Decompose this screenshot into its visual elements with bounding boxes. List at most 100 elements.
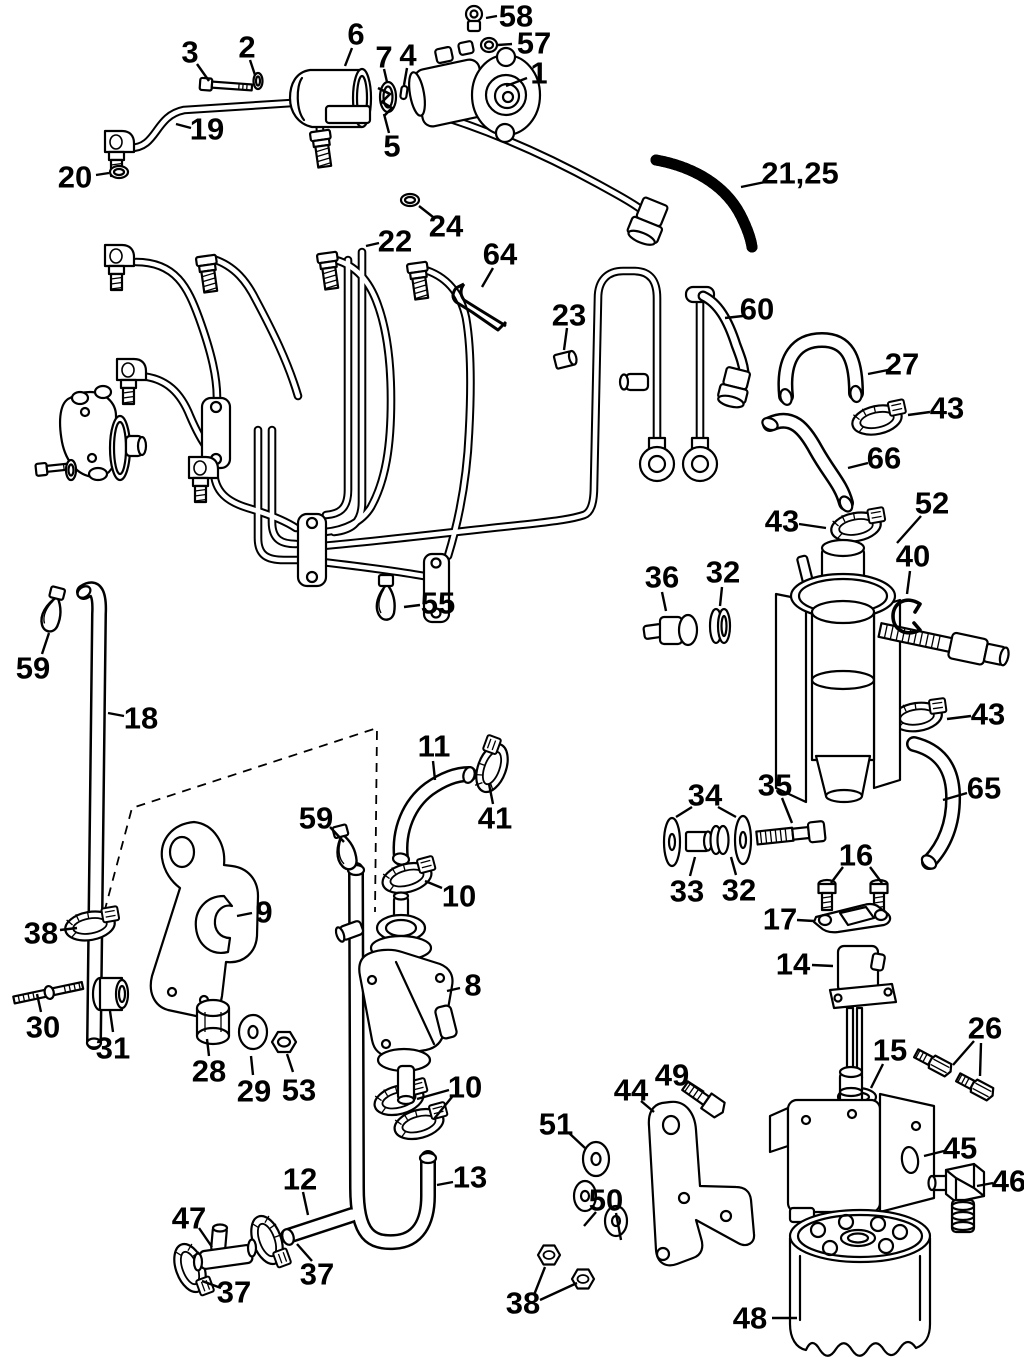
stud-30 <box>12 980 85 1005</box>
callout-label-13: 13 <box>453 1160 487 1195</box>
callout-32-b: 32 <box>722 856 756 908</box>
cable-tie-59 <box>37 584 69 635</box>
callout-label-24: 24 <box>429 209 464 244</box>
callout-leader-line <box>59 926 78 932</box>
callout-leader-line <box>365 241 380 248</box>
nut-53 <box>270 1030 298 1054</box>
cable-tie-55 <box>375 573 396 621</box>
callout-label-30: 30 <box>26 1010 60 1045</box>
line-junction-block <box>200 396 451 624</box>
callout-label-4: 4 <box>399 38 417 73</box>
callout-leader-line <box>329 826 345 843</box>
inline-connector <box>626 196 669 246</box>
callout-leader-line <box>446 986 461 993</box>
callout-label-66: 66 <box>867 441 901 476</box>
callout-leader-line <box>830 866 844 884</box>
callout-leader-line <box>418 205 434 218</box>
callout-label-49: 49 <box>655 1058 689 1093</box>
callout-leader-line <box>402 67 409 86</box>
callout-leader-line <box>198 1227 213 1248</box>
callout-label-31: 31 <box>96 1031 130 1066</box>
callout-label-11: 11 <box>418 729 451 764</box>
callout-label-23: 23 <box>552 298 586 333</box>
callout-label-60: 60 <box>740 292 774 327</box>
callout-label-50: 50 <box>589 1183 623 1218</box>
callout-leader-line <box>562 327 569 351</box>
callout-label-43-a: 43 <box>930 391 964 426</box>
callout-leader-line <box>433 1096 453 1120</box>
callout-label-43-b: 43 <box>765 504 799 539</box>
callout-leader-line <box>95 171 110 177</box>
hose-clamp-37 <box>167 1238 216 1303</box>
callout-31: 31 <box>96 1010 130 1066</box>
callout-leader-line <box>382 113 391 134</box>
callout-label-21-25: 21,25 <box>761 156 839 191</box>
oil-filter-48 <box>788 1208 932 1357</box>
pump-cup-6 <box>288 67 373 129</box>
callout-label-10-a: 10 <box>442 879 476 914</box>
line-fitting-bolt <box>315 250 343 292</box>
callout-4: 4 <box>399 38 417 86</box>
nut-38 <box>536 1244 562 1266</box>
mounting-plane-outline <box>91 726 378 959</box>
callout-11: 11 <box>418 729 451 781</box>
callout-leader-line <box>416 1088 450 1101</box>
callout-leader-line <box>196 63 210 82</box>
callout-53: 53 <box>282 1053 316 1108</box>
callout-label-64: 64 <box>483 237 518 272</box>
bolt-3 <box>198 76 254 92</box>
callout-leader-line <box>688 856 697 877</box>
hose-clamp-43 <box>848 397 911 440</box>
washer-50-a <box>572 1179 598 1213</box>
callout-6: 6 <box>343 17 365 67</box>
callout-leader-line <box>108 1010 115 1033</box>
callout-29: 29 <box>237 1055 271 1109</box>
callout-leader-line <box>614 1212 623 1241</box>
callout-label-15: 15 <box>873 1033 907 1068</box>
callout-leader-line <box>798 522 827 530</box>
callout-16: 16 <box>830 838 883 884</box>
callout-leader-line <box>485 14 498 20</box>
callout-leader-line <box>942 791 968 802</box>
callout-leader-line <box>296 1243 313 1262</box>
seal-32-b <box>709 824 730 856</box>
bushing-28 <box>195 998 231 1046</box>
callout-label-45: 45 <box>943 1131 977 1166</box>
callout-8: 8 <box>446 968 482 1003</box>
callout-leader-line <box>40 632 51 655</box>
callout-leader-line <box>35 993 43 1013</box>
callout-leader-line <box>717 805 737 819</box>
cap-23 <box>552 349 578 370</box>
hoses <box>76 332 953 1246</box>
callout-10-b: 10 <box>416 1070 482 1120</box>
callout-leader-line <box>539 1281 578 1302</box>
callout-48: 48 <box>733 1301 797 1336</box>
callout-leader-line <box>660 591 668 612</box>
hose-open-ends <box>76 384 938 1246</box>
callout-label-19: 19 <box>190 112 224 147</box>
callout-label-32-a: 32 <box>706 555 740 590</box>
fitting-36 <box>642 613 699 647</box>
o-ring-24 <box>399 192 421 208</box>
callout-label-14: 14 <box>776 947 811 982</box>
elbow-fitting-46 <box>927 1162 986 1234</box>
callout-43-a: 43 <box>907 391 964 426</box>
callout-7: 7 <box>375 40 393 83</box>
retainer-64 <box>451 282 508 332</box>
callout-49: 49 <box>655 1058 705 1094</box>
seals-32 <box>708 607 732 645</box>
callout-label-16: 16 <box>839 838 873 873</box>
line-fitting-bolt <box>194 253 222 295</box>
callout-65: 65 <box>942 771 1001 806</box>
callout-14: 14 <box>776 947 834 982</box>
bolt-26 <box>953 1070 997 1103</box>
line-elbow-fitting <box>115 357 148 406</box>
bolt-16 <box>817 878 837 912</box>
callout-35: 35 <box>758 768 794 824</box>
spacer-33 <box>684 830 714 853</box>
callout-10-a: 10 <box>424 879 476 914</box>
fuel-filter-assembly-52 <box>774 538 1010 804</box>
callout-leader-line <box>946 714 972 721</box>
callout-label-41: 41 <box>478 801 512 836</box>
callout-leader-line <box>729 856 738 876</box>
